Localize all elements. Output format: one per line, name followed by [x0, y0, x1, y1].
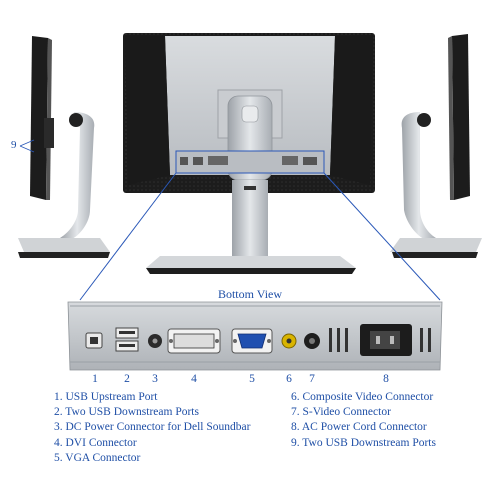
legend-item: 5. VGA Connector: [54, 451, 141, 464]
port-number: 4: [191, 373, 197, 385]
port-number: 5: [249, 373, 255, 385]
legend-item: 1. USB Upstream Port: [54, 391, 158, 403]
port-number: 8: [383, 373, 389, 385]
right-side-monitor: [390, 34, 482, 258]
composite-video-connector: [281, 333, 297, 349]
bottom-view-title: Bottom View: [217, 287, 283, 301]
port-number: 3: [152, 373, 158, 385]
vent-slots: [329, 328, 431, 352]
usb-upstream-port: [85, 332, 103, 349]
legend-item: 6. Composite Video Connector: [291, 391, 434, 403]
port-number: 2: [124, 373, 130, 385]
left-side-monitor: [18, 36, 110, 258]
legend-left: 1. USB Upstream Port 2. Two USB Downstre…: [54, 390, 250, 466]
legend-item: 7. S-Video Connector: [291, 406, 391, 419]
s-video-connector: [304, 333, 320, 349]
rear-monitor: [123, 33, 375, 274]
port-number: 6: [286, 373, 292, 385]
legend-item: 8. AC Power Cord Connector: [291, 421, 427, 434]
legend-item: 2. Two USB Downstream Ports: [54, 406, 199, 419]
ac-power-connector: [360, 324, 412, 356]
port-number: 7: [309, 373, 315, 385]
port-number: 1: [92, 373, 98, 385]
legend-item: 3. DC Power Connector for Dell Soundbar: [54, 421, 251, 434]
usb-downstream-ports: [115, 327, 139, 352]
dvi-connector: [167, 328, 221, 354]
vga-connector: [231, 328, 273, 354]
side-callout-number: 9: [11, 139, 17, 151]
legend-item: 9. Two USB Downstream Ports: [291, 436, 436, 449]
dc-power-connector: [148, 334, 162, 348]
legend-item: 4. DVI Connector: [54, 436, 137, 449]
legend-right: 6. Composite Video Connector 7. S-Video …: [291, 390, 436, 451]
